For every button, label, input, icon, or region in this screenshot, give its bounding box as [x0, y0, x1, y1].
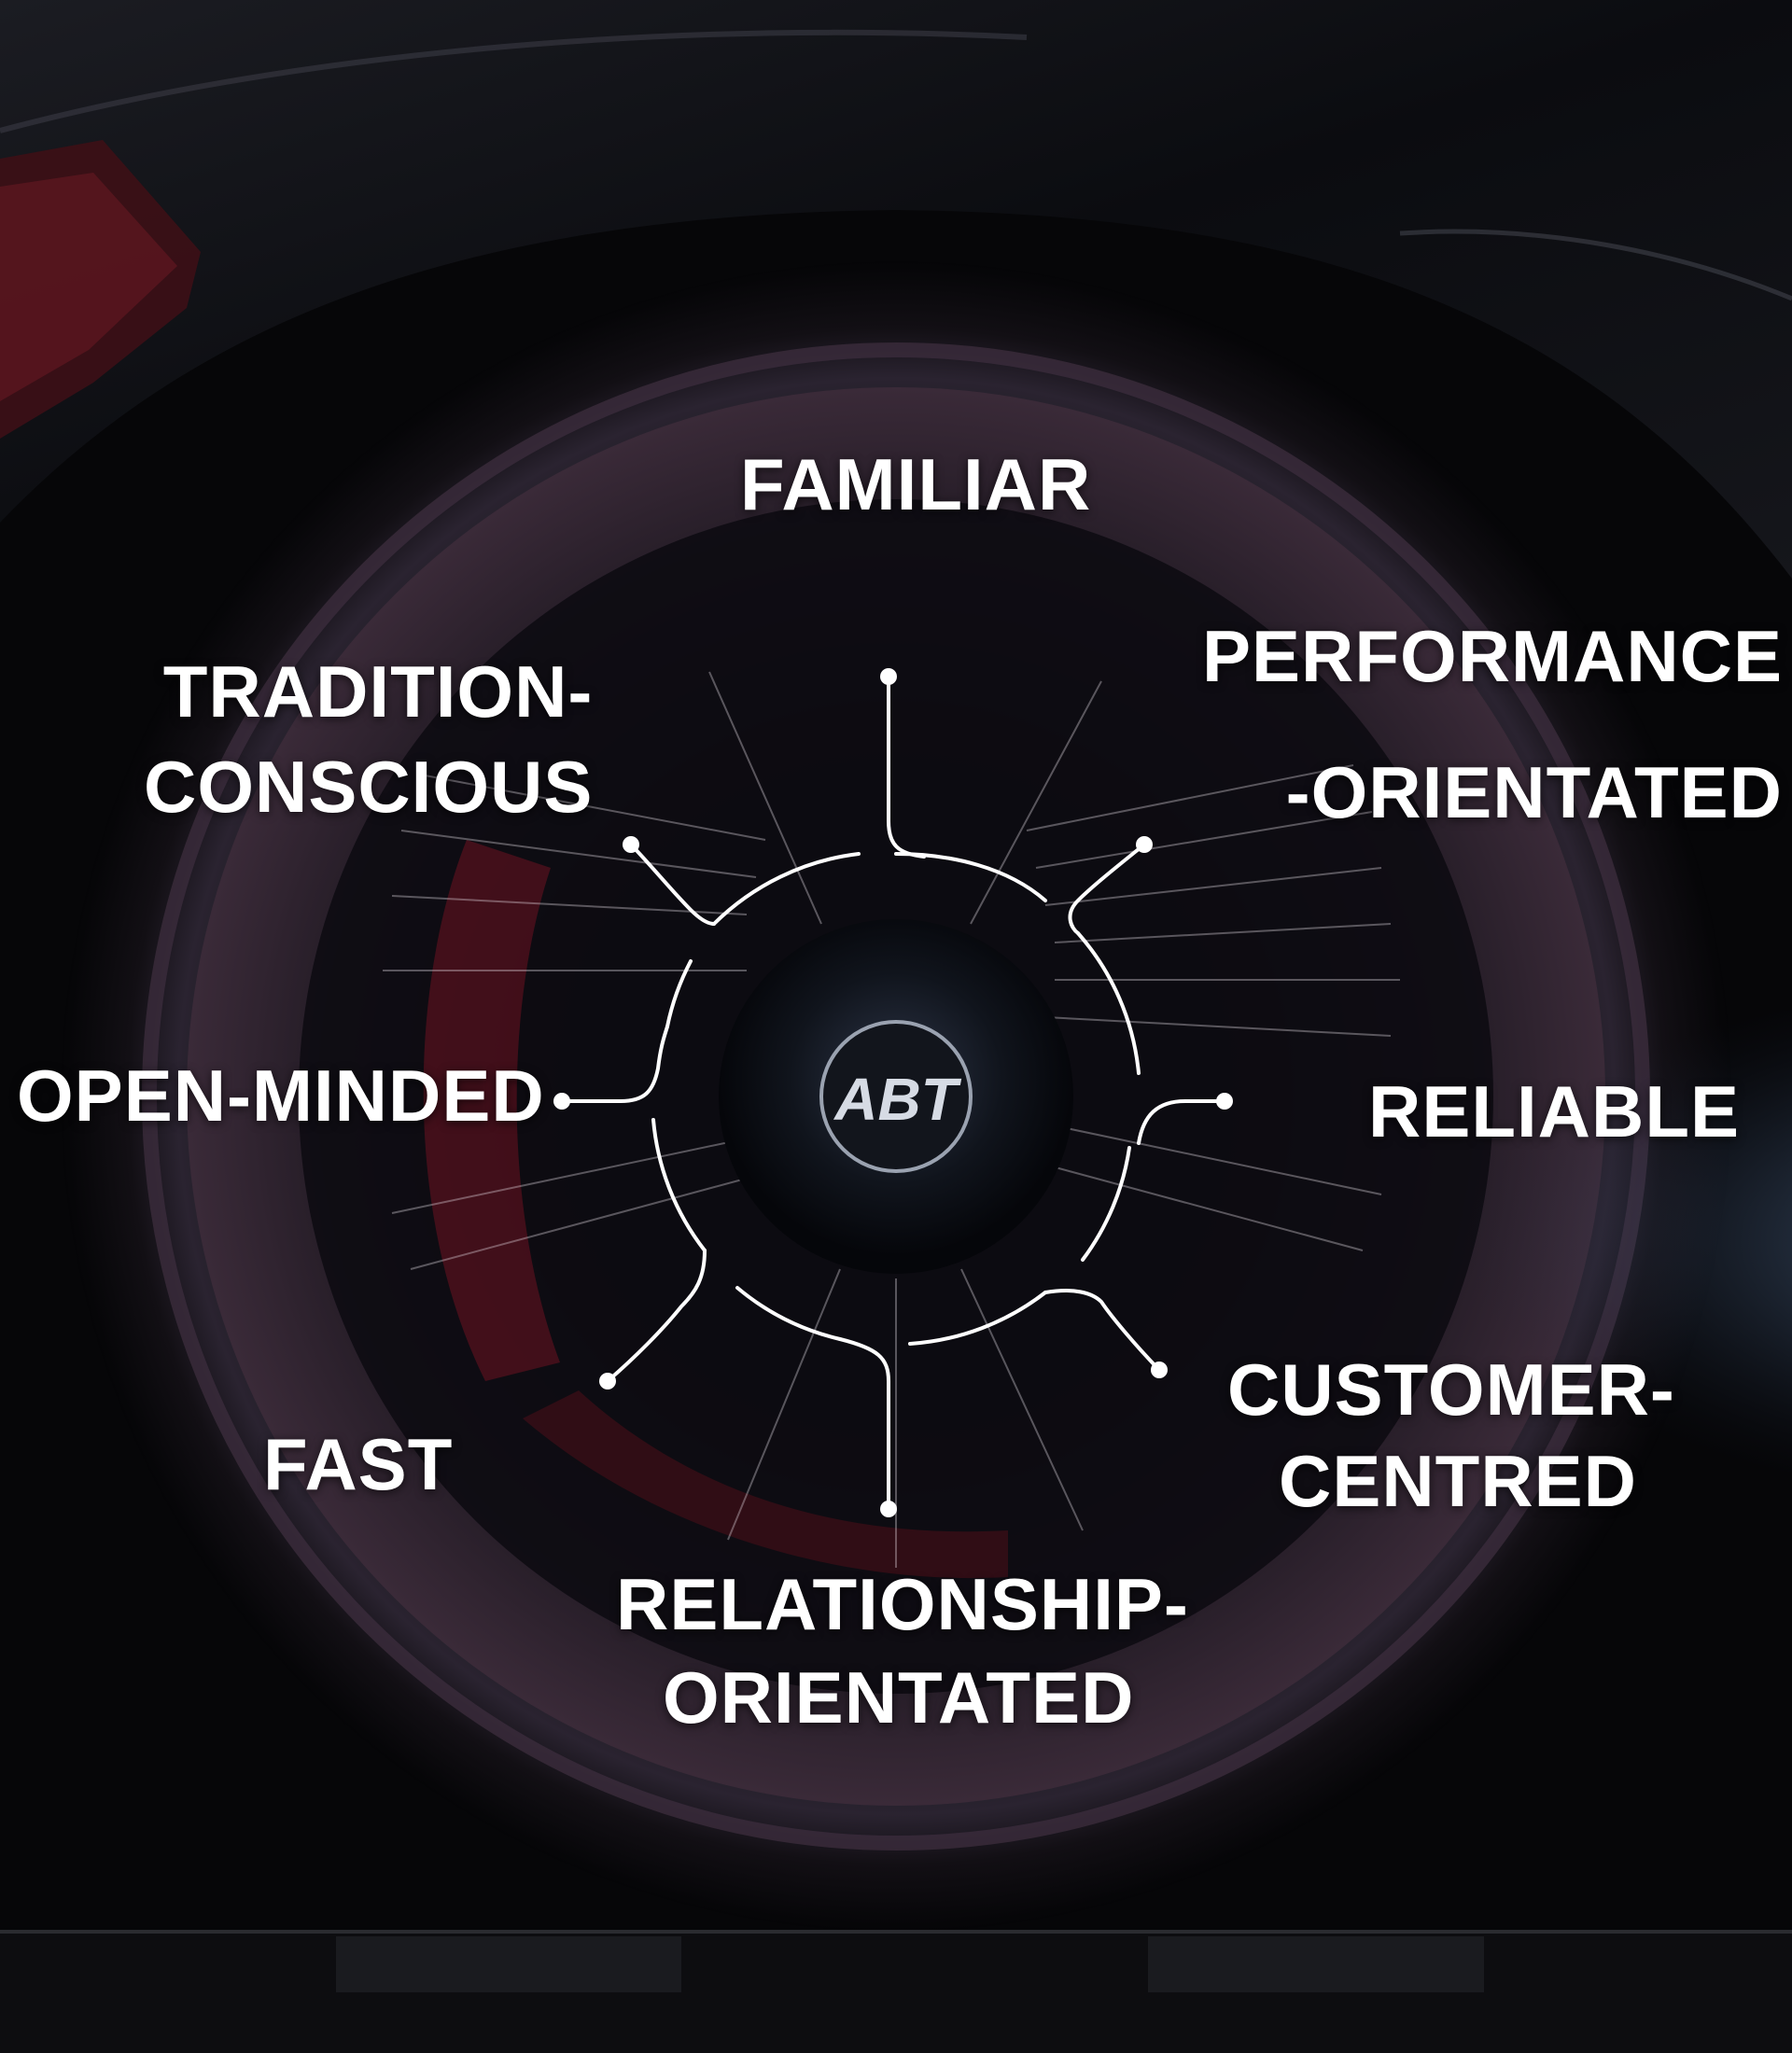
label-customer-centred: CUSTOMER- CENTRED: [1227, 1353, 1675, 1517]
label-reliable-text: RELIABLE: [1368, 1070, 1740, 1152]
label-customer-line2: CENTRED: [1279, 1440, 1638, 1522]
label-customer-line1: CUSTOMER-: [1227, 1348, 1675, 1431]
label-tradition-line2: CONSCIOUS: [144, 746, 594, 828]
connector-dots: [553, 668, 1233, 1517]
label-tradition-conscious: TRADITION- CONSCIOUS: [144, 650, 594, 823]
label-relationship-line1: RELATIONSHIP-: [616, 1563, 1189, 1645]
label-familiar: FAMILIAR: [740, 448, 1091, 521]
label-performance-orientated: PERFORMANCE -ORIENTATED: [1202, 620, 1783, 829]
label-familiar-text: FAMILIAR: [740, 443, 1092, 525]
connector-lines: [651, 852, 1141, 1346]
label-fast-text: FAST: [263, 1423, 454, 1505]
label-reliable: RELIABLE: [1368, 1075, 1740, 1148]
label-open-minded-text: OPEN-MINDED: [17, 1054, 545, 1137]
label-performance-line2: -ORIENTATED: [1285, 751, 1784, 833]
label-open-minded: OPEN-MINDED: [17, 1059, 545, 1132]
abt-logo: ABT: [833, 1066, 961, 1133]
label-tradition-line1: TRADITION-: [162, 650, 594, 733]
label-relationship-orientated: RELATIONSHIP- ORIENTATED: [616, 1568, 1189, 1734]
label-relationship-line2: ORIENTATED: [663, 1656, 1135, 1739]
label-performance-line1: PERFORMANCE: [1202, 615, 1784, 697]
label-fast: FAST: [263, 1428, 453, 1501]
